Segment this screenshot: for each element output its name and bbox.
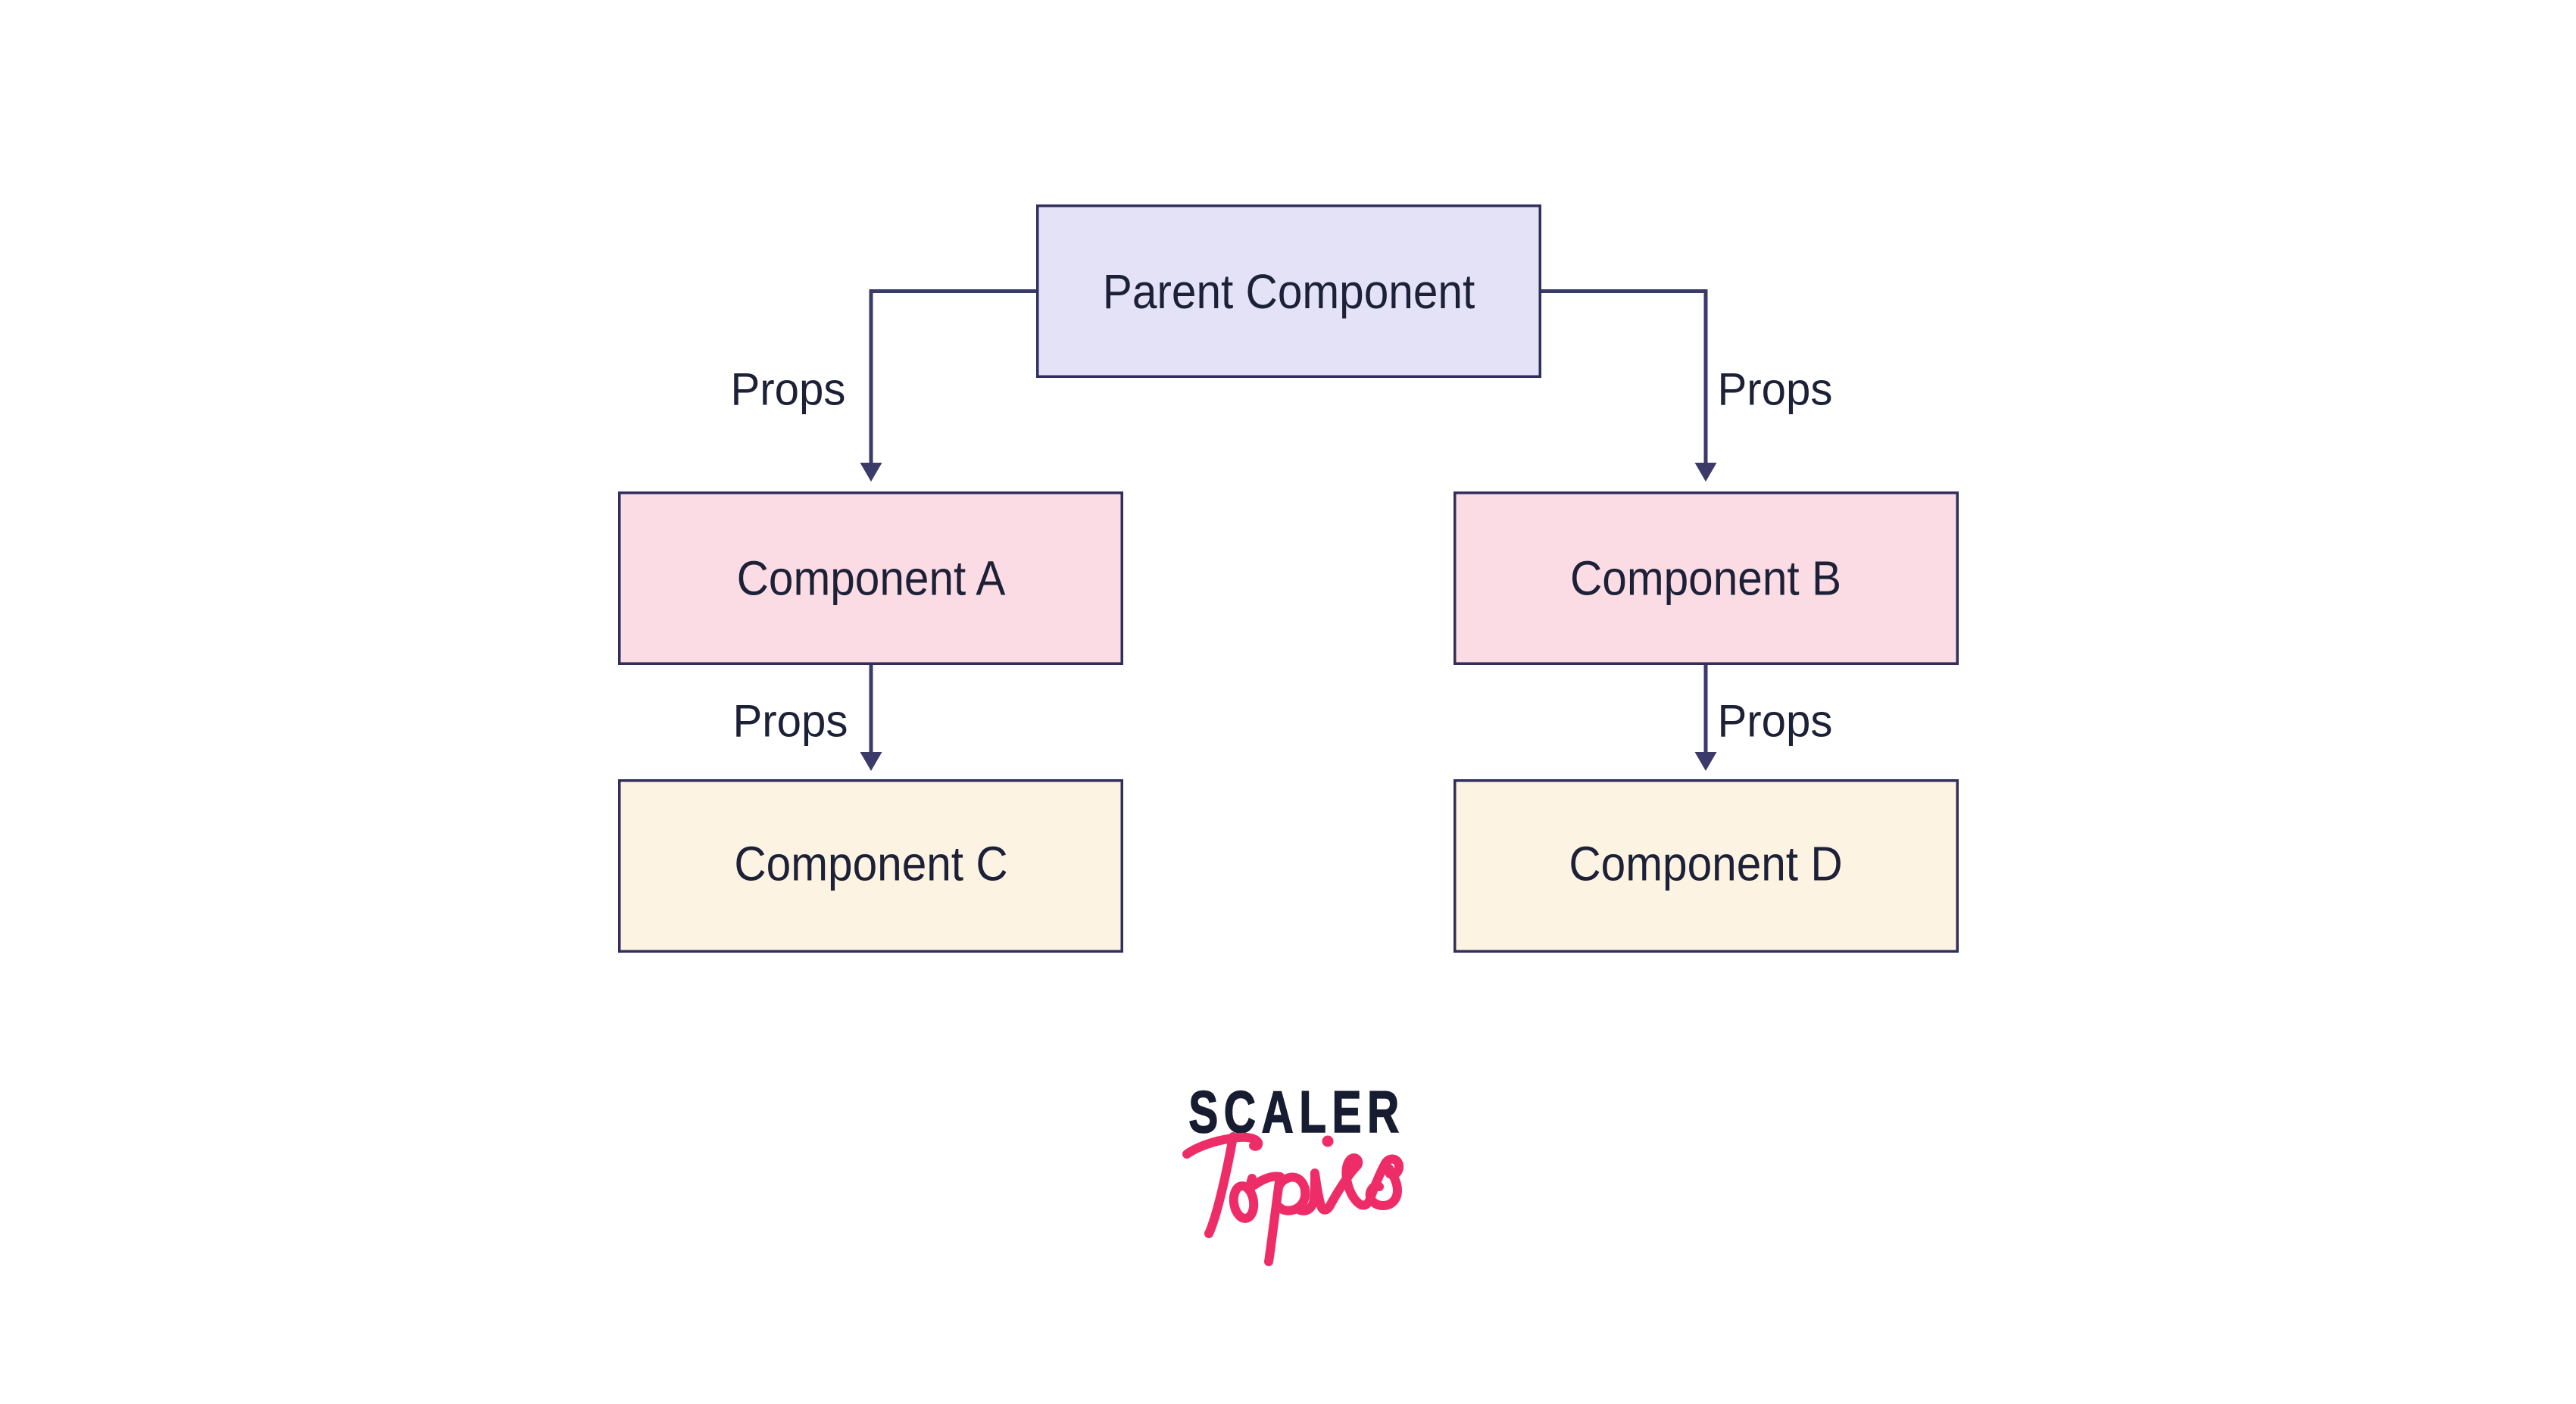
svg-text:Parent Component: Parent Component <box>1103 264 1475 319</box>
svg-text:Props: Props <box>1717 695 1832 747</box>
svg-text:Component B: Component B <box>1570 551 1841 605</box>
svg-text:Props: Props <box>730 363 845 415</box>
svg-text:Component C: Component C <box>734 836 1007 891</box>
svg-text:Component D: Component D <box>1569 836 1842 891</box>
svg-text:SCALER: SCALER <box>1188 1079 1405 1145</box>
svg-text:Props: Props <box>1717 363 1832 415</box>
svg-text:Props: Props <box>732 695 848 747</box>
svg-text:Component A: Component A <box>737 551 1006 605</box>
